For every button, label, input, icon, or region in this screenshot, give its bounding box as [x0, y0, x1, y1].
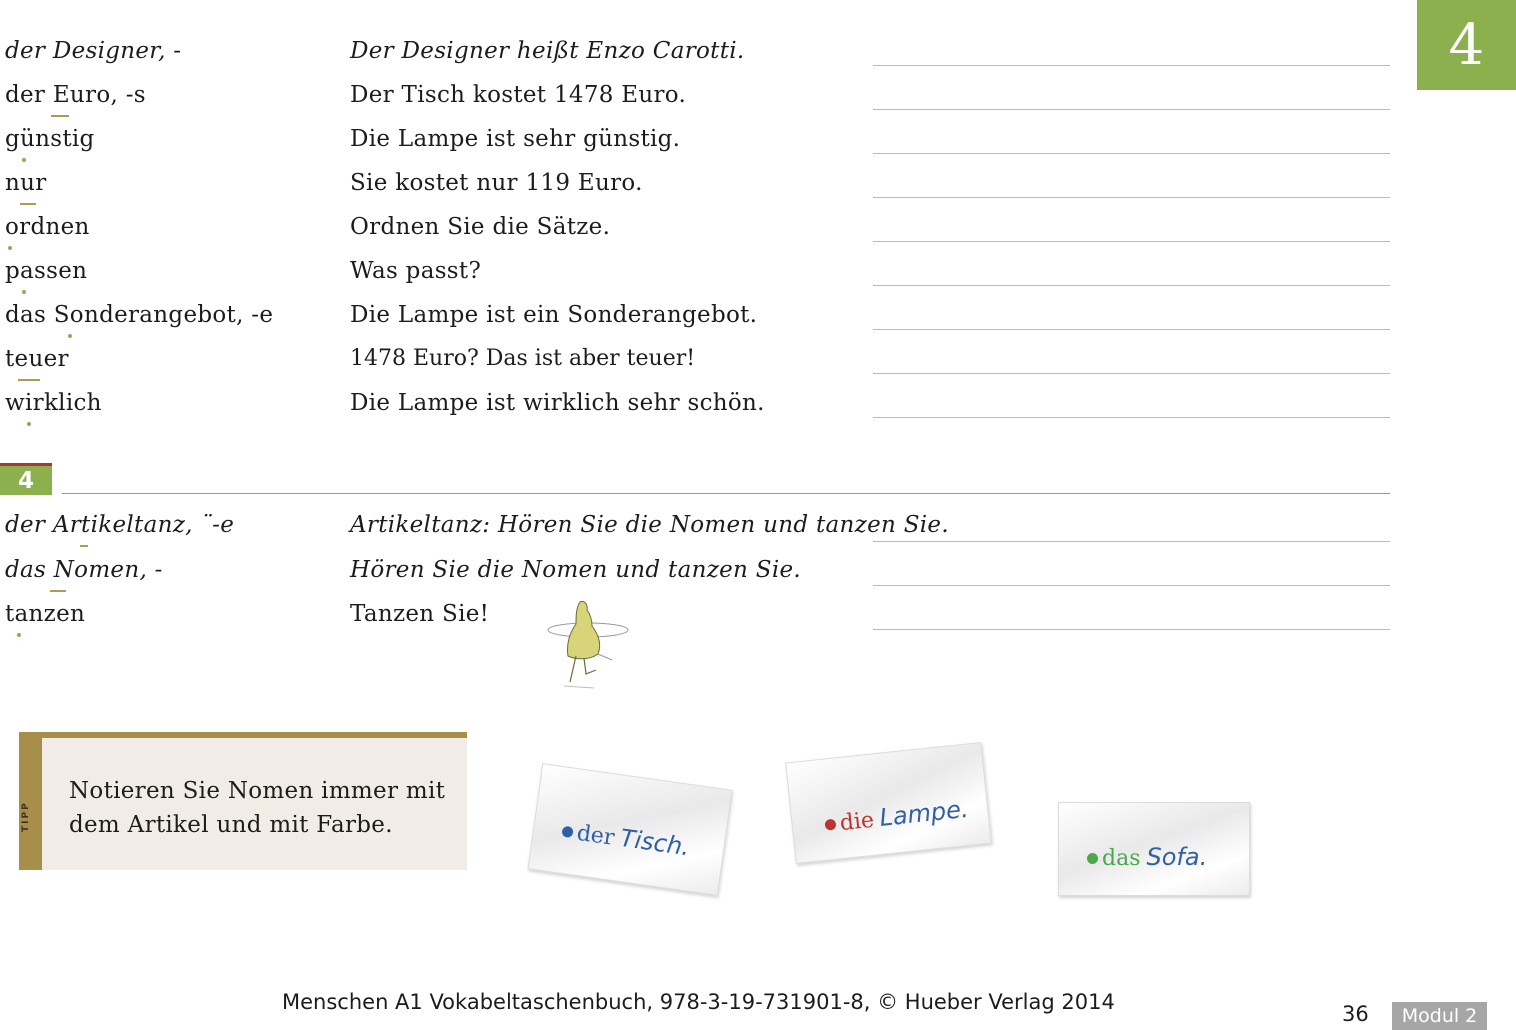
article-color-dot [824, 818, 837, 831]
vocab-sentence: Hören Sie die Nomen und tanzen Sie. [350, 557, 802, 583]
vocab-word: wirklich [5, 390, 102, 416]
vocab-sentence: Was passt? [350, 258, 482, 284]
note-line[interactable] [873, 417, 1390, 418]
note-line[interactable] [873, 65, 1390, 66]
stress-mark [51, 115, 69, 117]
stress-mark [18, 379, 40, 381]
vocab-row: wirklich Die Lampe ist wirklich sehr sch… [0, 388, 1400, 432]
vocab-sentence: Die Lampe ist ein Sonderangebot. [350, 302, 758, 328]
vocab-word: der Artikeltanz, ¨-e [5, 512, 235, 538]
stress-mark [17, 633, 21, 637]
vocab-word: passen [5, 258, 88, 284]
stress-mark [8, 246, 12, 250]
vocab-row: teuer 1478 Euro? Das ist aber teuer! [0, 344, 1400, 388]
card-noun: Sofa. [1146, 843, 1208, 871]
vocab-sentence: Der Designer heißt Enzo Carotti. [350, 38, 745, 64]
vocab-word: der Designer, - [5, 38, 182, 64]
stress-mark [22, 290, 26, 294]
stress-mark [80, 545, 88, 547]
note-line[interactable] [873, 241, 1390, 242]
chapter-tab: 4 [1417, 0, 1516, 90]
vocab-sentence: Die Lampe ist sehr günstig. [350, 126, 681, 152]
note-line[interactable] [873, 373, 1390, 374]
vocab-word: der Euro, -s [5, 82, 146, 108]
stress-mark [50, 590, 66, 592]
vocab-row: der Euro, -s Der Tisch kostet 1478 Euro. [0, 80, 1400, 124]
modul-tab: Modul 2 [1392, 1002, 1487, 1030]
vocab-sentence: Artikeltanz: Hören Sie die Nomen und tan… [350, 512, 949, 538]
vocab-word: tanzen [5, 601, 86, 627]
vocab-sentence: Der Tisch kostet 1478 Euro. [350, 82, 687, 108]
note-line[interactable] [873, 629, 1390, 630]
note-line[interactable] [873, 153, 1390, 154]
vocab-row: der Designer, - Der Designer heißt Enzo … [0, 36, 1400, 80]
vocab-row: das Nomen, - Hören Sie die Nomen und tan… [0, 555, 1400, 599]
page-number: 36 [1342, 1002, 1369, 1026]
tipp-box: TIPP Notieren Sie Nomen immer mit dem Ar… [19, 732, 467, 870]
tipp-label: TIPP [21, 801, 31, 832]
tipp-strip [19, 738, 42, 870]
stress-mark [22, 158, 26, 162]
vocab-sentence: 1478 Euro? Das ist aber teuer! [350, 346, 696, 371]
vocab-row: der Artikeltanz, ¨-e Artikeltanz: Hören … [0, 510, 1400, 554]
tipp-text: Notieren Sie Nomen immer mit dem Artikel… [69, 778, 446, 838]
article-color-dot [1087, 852, 1098, 864]
card-article: das [1102, 846, 1141, 871]
vocab-word: ordnen [5, 214, 90, 240]
section-divider [62, 493, 1390, 494]
vocab-row: nur Sie kostet nur 119 Euro. [0, 168, 1400, 212]
note-line[interactable] [873, 197, 1390, 198]
card-article: der [575, 820, 616, 851]
vocab-sentence: Tanzen Sie! [350, 601, 490, 627]
vocab-word: teuer [5, 346, 69, 372]
vocab-row: ordnen Ordnen Sie die Sätze. [0, 212, 1400, 256]
note-line[interactable] [873, 541, 1390, 542]
note-line[interactable] [873, 285, 1390, 286]
vocab-row: passen Was passt? [0, 256, 1400, 300]
stress-mark [68, 334, 72, 338]
section-number-badge: 4 [0, 463, 52, 495]
card-noun: Tisch. [618, 823, 692, 862]
vocab-row: das Sonderangebot, -e Die Lampe ist ein … [0, 300, 1400, 344]
dancing-dress-illustration [547, 601, 629, 689]
article-color-dot [561, 825, 574, 838]
vocab-word: günstig [5, 126, 95, 152]
note-line[interactable] [873, 585, 1390, 586]
card-noun: Lampe. [878, 794, 970, 832]
stress-mark [20, 203, 36, 205]
note-line[interactable] [873, 109, 1390, 110]
vocab-sentence: Sie kostet nur 119 Euro. [350, 170, 643, 196]
vocab-word: das Sonderangebot, -e [5, 302, 274, 328]
note-line[interactable] [873, 329, 1390, 330]
vocab-sentence: Ordnen Sie die Sätze. [350, 214, 611, 240]
card-article: die [838, 807, 876, 837]
vocab-row: tanzen Tanzen Sie! [0, 599, 1400, 643]
vocab-sentence: Die Lampe ist wirklich sehr schön. [350, 390, 765, 416]
stress-mark [27, 422, 31, 426]
vocab-row: günstig Die Lampe ist sehr günstig. [0, 124, 1400, 168]
vocab-word: nur [5, 170, 47, 196]
footer-citation: Menschen A1 Vokabeltaschenbuch, 978-3-19… [282, 990, 1115, 1014]
vocab-word: das Nomen, - [5, 557, 163, 583]
